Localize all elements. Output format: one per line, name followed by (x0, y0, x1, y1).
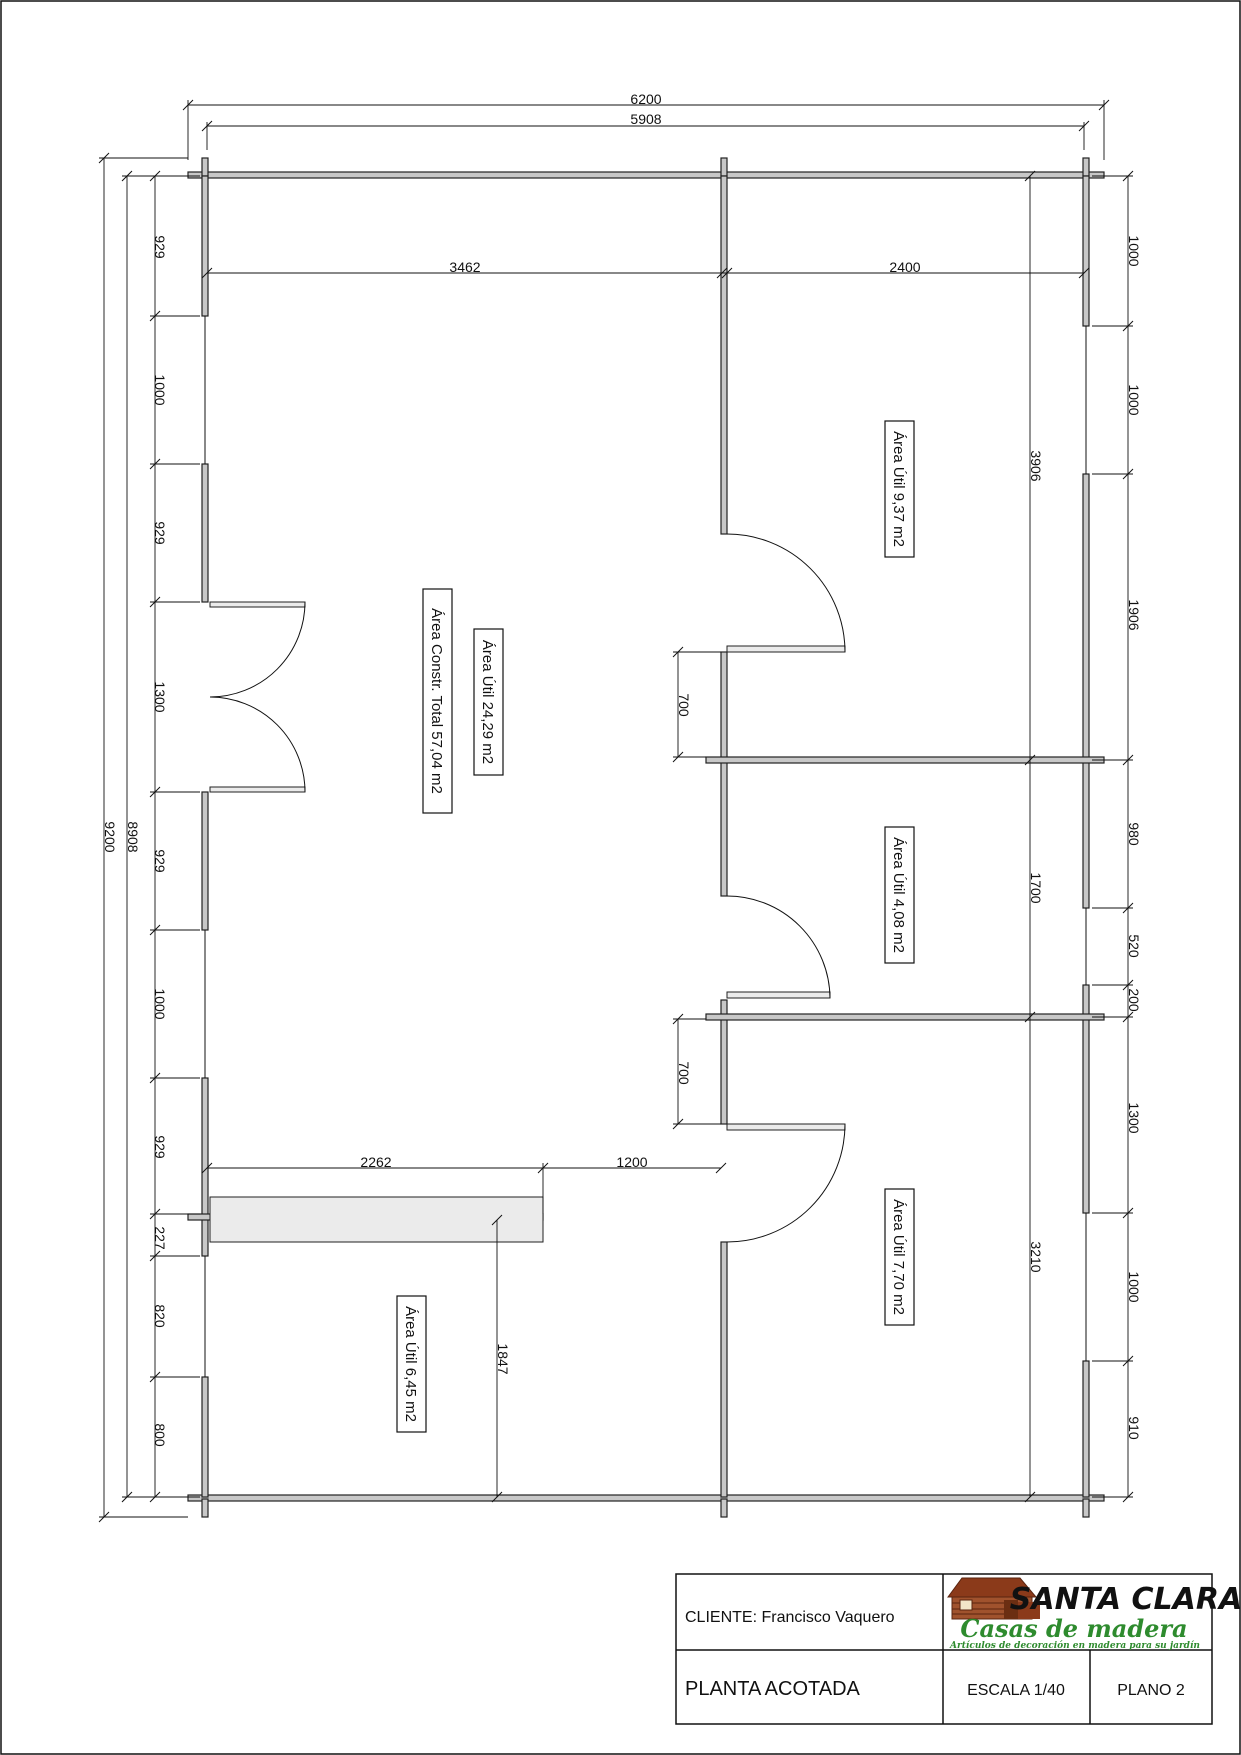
door-leaf-4 (726, 991, 831, 999)
wall-left-5 (201, 1376, 209, 1498)
dim-9200: 9200 (102, 821, 118, 852)
wall-top (187, 171, 1105, 179)
wall-center-3 (720, 999, 728, 1125)
post-top-mid (720, 157, 728, 177)
dim-right-seg: 1906 (1126, 599, 1142, 630)
wall-left-1 (201, 175, 209, 317)
area-room-bath: Área Útil 6,45 m2 (402, 1306, 419, 1422)
santa-clara-logo: SANTA CLARA Casas de madera Artículos de… (947, 1577, 1241, 1651)
wall-right-4 (1082, 1360, 1090, 1498)
dim-right-seg: 1000 (1126, 384, 1142, 415)
scale-label: ESCALA 1/40 (967, 1682, 1065, 1699)
dim-right-seg: 1000 (1126, 235, 1142, 266)
dim-2400: 2400 (889, 259, 920, 275)
post-bottom-mid (720, 1498, 728, 1518)
dim-2262: 2262 (360, 1154, 391, 1170)
wall-left-3 (201, 791, 209, 931)
wall-center-1 (720, 175, 728, 535)
wall-bottom (187, 1494, 1105, 1502)
wall-right-2 (1082, 473, 1090, 909)
dim-left-seg: 820 (152, 1304, 168, 1328)
wall-left-4 (201, 1077, 209, 1257)
wall-right-1 (1082, 175, 1090, 327)
dim-5908: 5908 (630, 111, 661, 127)
dim-left-seg: 800 (152, 1423, 168, 1447)
logo-subtitle: Artículos de decoración en madera para s… (949, 1640, 1200, 1651)
dimension-lines (98, 99, 1134, 1523)
plan-title: PLANTA ACOTADA (685, 1678, 861, 1700)
dim-3210: 3210 (1028, 1241, 1044, 1272)
dim-700: 700 (676, 693, 692, 717)
dim-1847: 1847 (495, 1343, 511, 1374)
dim-3906: 3906 (1028, 450, 1044, 481)
dim-left-seg: 929 (152, 521, 168, 545)
dim-right-seg: 200 (1126, 988, 1142, 1012)
dimension-labels: 6200 5908 3462 2400 2262 1200 9200 8908 … (102, 91, 1142, 1447)
walls (187, 157, 1105, 1518)
dim-left-seg: 1300 (152, 681, 168, 712)
log-house-icon (947, 1577, 1040, 1620)
wall-partition-1 (705, 756, 1105, 764)
wall-center-2 (720, 651, 728, 897)
bath-wall-outline (209, 1196, 544, 1243)
dim-right-seg: 980 (1126, 822, 1142, 846)
area-total: Área Constr. Total 57,04 m2 (428, 608, 445, 794)
door-leaf-1 (209, 601, 306, 608)
door-leaf-5 (726, 1123, 846, 1131)
logo-tagline: Casas de madera (960, 1614, 1187, 1643)
area-room-top: Área Útil 9,37 m2 (890, 431, 907, 547)
wall-left-2 (201, 463, 209, 603)
door-leaf-2 (209, 786, 306, 793)
dim-right-seg: 520 (1126, 934, 1142, 958)
dim-700: 700 (676, 1061, 692, 1085)
dim-right-seg: 1000 (1126, 1271, 1142, 1302)
plan-number: PLANO 2 (1117, 1682, 1185, 1699)
dim-8908: 8908 (125, 821, 141, 852)
dim-1200: 1200 (616, 1154, 647, 1170)
door-leaf-3 (726, 645, 846, 653)
area-main: Área Útil 24,29 m2 (479, 640, 496, 764)
dim-right-seg: 910 (1126, 1416, 1142, 1440)
wall-center-4 (720, 1241, 728, 1498)
post-bottom-left (201, 1498, 209, 1518)
area-labels: Área Constr. Total 57,04 m2 Área Útil 24… (396, 420, 915, 1433)
post-top-right (1082, 157, 1090, 177)
dim-left-seg: 929 (152, 1135, 168, 1159)
logo-brand: SANTA CLARA (1010, 1582, 1241, 1617)
wall-partition-2 (705, 1013, 1105, 1021)
post-top-left (201, 157, 209, 177)
area-room-bottom: Área Útil 7,70 m2 (890, 1199, 907, 1315)
dim-right-seg: 1300 (1126, 1102, 1142, 1133)
dim-1700: 1700 (1028, 872, 1044, 903)
post-bottom-right (1082, 1498, 1090, 1518)
dim-6200: 6200 (630, 91, 661, 107)
dim-left-seg: 1000 (152, 374, 168, 405)
dim-left-seg: 1000 (152, 988, 168, 1019)
dim-left-seg: 929 (152, 849, 168, 873)
title-block: CLIENTE: Francisco Vaquero PLANTA ACOTAD… (675, 1573, 1241, 1725)
dim-left-seg: 929 (152, 235, 168, 259)
dim-left-seg: 227 (152, 1226, 168, 1250)
door-swings (209, 533, 846, 1243)
client-label: CLIENTE: Francisco Vaquero (685, 1609, 895, 1626)
dim-3462: 3462 (449, 259, 480, 275)
area-room-middle: Área Útil 4,08 m2 (890, 837, 907, 953)
